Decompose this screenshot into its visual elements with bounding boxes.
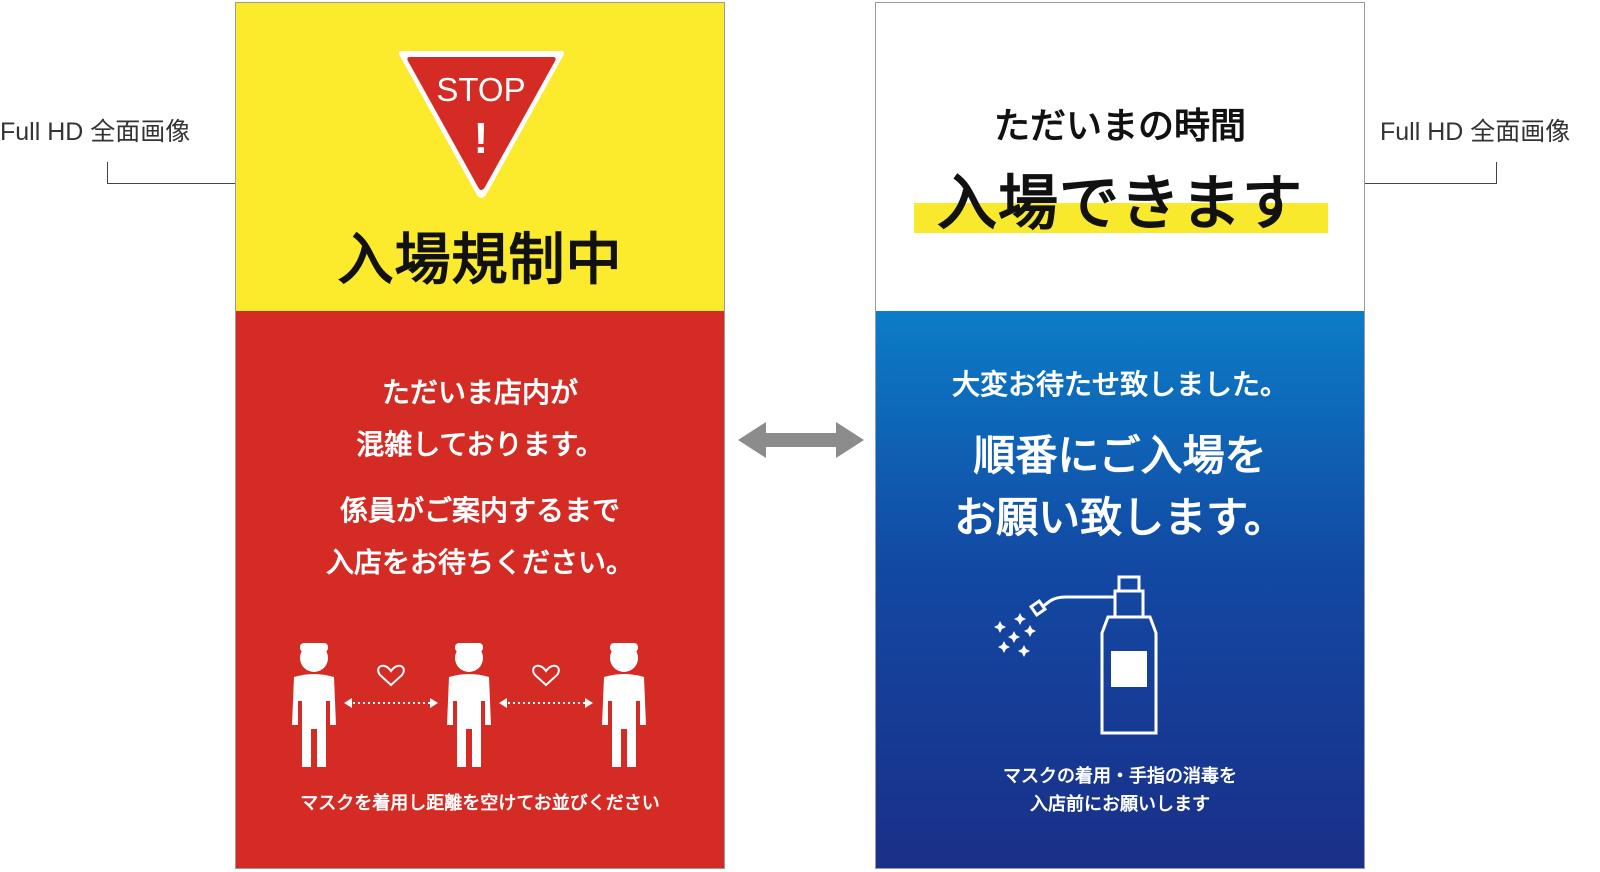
thanks-message: 大変お待たせ致しました。 bbox=[951, 368, 1288, 401]
heart-icon bbox=[532, 664, 560, 687]
left-bottom-section: ただいま店内が 混雑しております。 係員がご案内するまで 入店をお待ちください。 bbox=[236, 311, 724, 868]
heart-icon bbox=[377, 664, 405, 687]
entry-restricted-headline: 入場規制中 bbox=[337, 228, 623, 293]
please-enter-message: 順番にご入場を お願い致します。 bbox=[954, 431, 1286, 542]
right-resolution-label: Full HD 全面画像 bbox=[1380, 118, 1571, 146]
entry-allowed-headline: 入場できます bbox=[937, 169, 1303, 239]
right-bottom-section: 大変お待たせ致しました。 順番にご入場を お願い致します。 bbox=[876, 311, 1364, 868]
left-resolution-label: Full HD 全面画像 bbox=[0, 118, 191, 146]
sanitizer-spray-bottle-icon bbox=[994, 575, 1158, 735]
hygiene-caption: マスクの着用・手指の消毒を 入店前にお願いします bbox=[1003, 766, 1237, 815]
person-icon bbox=[447, 643, 491, 767]
headline-highlight bbox=[914, 203, 1328, 233]
entry-allowed-panel: ただいまの時間 入場できます 大変お待たせ致しました。 順番にご入場を お願い致… bbox=[875, 2, 1365, 869]
wait-message: 係員がご案内するまで 入店をお待ちください。 bbox=[325, 494, 634, 579]
double-arrow-icon bbox=[738, 422, 864, 458]
spray-mist bbox=[994, 613, 1036, 657]
social-distancing-people-icon bbox=[292, 643, 646, 767]
stop-exclamation: ! bbox=[474, 114, 489, 163]
distancing-caption: マスクを着用し距離を空けてお並びください bbox=[300, 793, 660, 814]
stop-triangle-icon: STOP ! bbox=[398, 51, 565, 198]
person-icon bbox=[292, 643, 336, 767]
person-icon bbox=[602, 643, 646, 767]
crowded-message: ただいま店内が 混雑しております。 bbox=[356, 376, 604, 461]
entry-restricted-panel: STOP ! 入場規制中 ただいま店内が 混雑しております。 係員がご案内するま… bbox=[235, 2, 725, 869]
stop-text: STOP bbox=[436, 71, 525, 108]
left-top-section: STOP ! 入場規制中 bbox=[236, 3, 724, 311]
right-top-section: ただいまの時間 入場できます bbox=[876, 3, 1364, 311]
current-time-subheadline: ただいまの時間 bbox=[993, 106, 1246, 147]
